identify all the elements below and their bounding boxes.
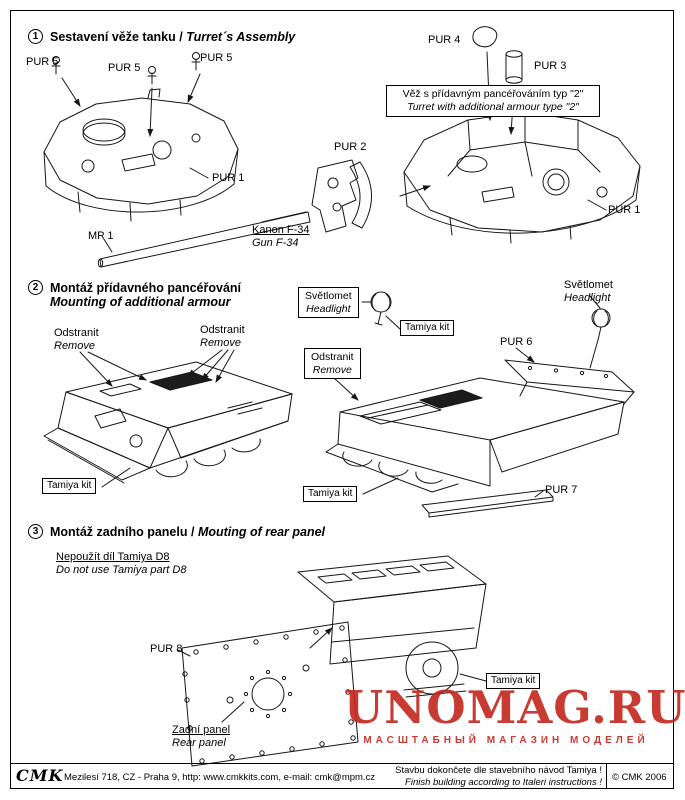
page-border: [10, 10, 674, 789]
label-mp1: MP 1: [88, 230, 114, 242]
footer-separator: [606, 763, 607, 789]
rear-panel-drawing: [181, 621, 359, 767]
label-pur8: PUR 8: [150, 643, 183, 655]
section-2-title-cs: Montáž přídavného pancéřování: [50, 281, 242, 295]
armour-type-note: Věž s přídavným pancéřováním typ "2" Tur…: [386, 85, 600, 117]
label-pur2: PUR 2: [334, 141, 367, 153]
pur4-part-icon: [472, 26, 498, 48]
label-svetlomet-right: Světlomet Headlight: [564, 279, 613, 304]
pur3-part-icon: [505, 50, 523, 84]
label-rear-panel: Zadní panel Rear panel: [172, 724, 231, 749]
label-pur5-1: PUR 5: [26, 56, 59, 68]
label-pur3: PUR 3: [534, 60, 567, 72]
section-3-number: 3: [28, 524, 43, 539]
section-1-title-cs: Sestavení věže tanku /: [50, 30, 183, 44]
s1-leader-lines: [101, 167, 607, 253]
label-tamiya-kit-s3: Tamiya kit: [486, 673, 541, 689]
armour-type-note-en: Turret with additional armour type "2": [407, 101, 579, 113]
footer-note-cs: Stavbu dokončete dle stavebního návod Ta…: [395, 765, 602, 776]
label-tamiya-kit-left: Tamiya kit: [42, 478, 97, 494]
label-pur5-2: PUR 5: [108, 62, 141, 74]
label-svetlomet-box: Světlomet Headlight: [298, 287, 359, 318]
pur7-strip-drawing: [421, 489, 554, 518]
label-odstranit-1: Odstranit Remove: [54, 327, 99, 352]
section-1-number: 1: [28, 29, 43, 44]
s3-leader-lines: [177, 649, 487, 723]
label-kanon-f34: Kanon F-34 Gun F-34: [252, 224, 310, 249]
label-no-tamiya-part: Nepoužít díl Tamiya D8 Do not use Tamiya…: [56, 551, 187, 576]
copyright: © CMK 2006: [612, 772, 667, 783]
section-3-title-cs: Montáž zadního panelu /: [50, 525, 195, 539]
label-pur4: PUR 4: [428, 34, 461, 46]
section-1-header: 1 Sestavení věže tanku / Turret´s Assemb…: [28, 29, 296, 44]
armour-type-note-cs: Věž s přídavným pancéřováním typ "2": [402, 88, 584, 100]
section-3-title-en: Mouting of rear panel: [197, 525, 326, 539]
rear-hull-drawing: [297, 555, 487, 698]
label-pur5-3: PUR 5: [200, 52, 233, 64]
label-tamiya-kit-mid: Tamiya kit: [400, 320, 455, 336]
pur5-pin-icons: [51, 52, 201, 85]
s2-leader-lines: [79, 295, 601, 498]
label-pur7: PUR 7: [545, 484, 578, 496]
hull-right-drawing: [325, 359, 635, 493]
turret-right-drawing: [403, 111, 641, 244]
footer-notes: Stavbu dokončete dle stavebního návod Ta…: [330, 765, 602, 788]
footer-note-en: Finish building according to Italeri ins…: [405, 776, 602, 788]
section-2-number: 2: [28, 280, 43, 295]
cmk-logo: CMK: [16, 766, 64, 785]
footer-address: Mezilesí 718, CZ - Praha 9, http: www.cm…: [64, 772, 376, 783]
label-pur6: PUR 6: [500, 336, 533, 348]
footer-divider: [10, 763, 674, 764]
label-pur1-left: PUR 1: [212, 172, 245, 184]
headlight-mid-drawing: [370, 291, 392, 326]
section-3-header: 3 Montáž zadního panelu / Mouting of rea…: [28, 524, 326, 539]
section-2-title-en: Mounting of additional armour: [50, 295, 231, 309]
label-odstranit-box: Odstranit Remove: [304, 348, 361, 379]
turret-left-drawing: [43, 88, 239, 222]
hull-left-drawing: [43, 361, 293, 484]
headlight-right-drawing: [589, 308, 611, 369]
mantlet-drawing: [311, 159, 372, 233]
gun-barrel-drawing: [97, 211, 311, 268]
label-pur1-right: PUR 1: [608, 204, 641, 216]
section-2-header: 2 Montáž přídavného pancéřování Mounting…: [28, 280, 242, 309]
label-odstranit-2: Odstranit Remove: [200, 324, 245, 349]
label-tamiya-kit-right: Tamiya kit: [303, 486, 358, 502]
section-1-title-en: Turret´s Assembly: [186, 30, 296, 44]
